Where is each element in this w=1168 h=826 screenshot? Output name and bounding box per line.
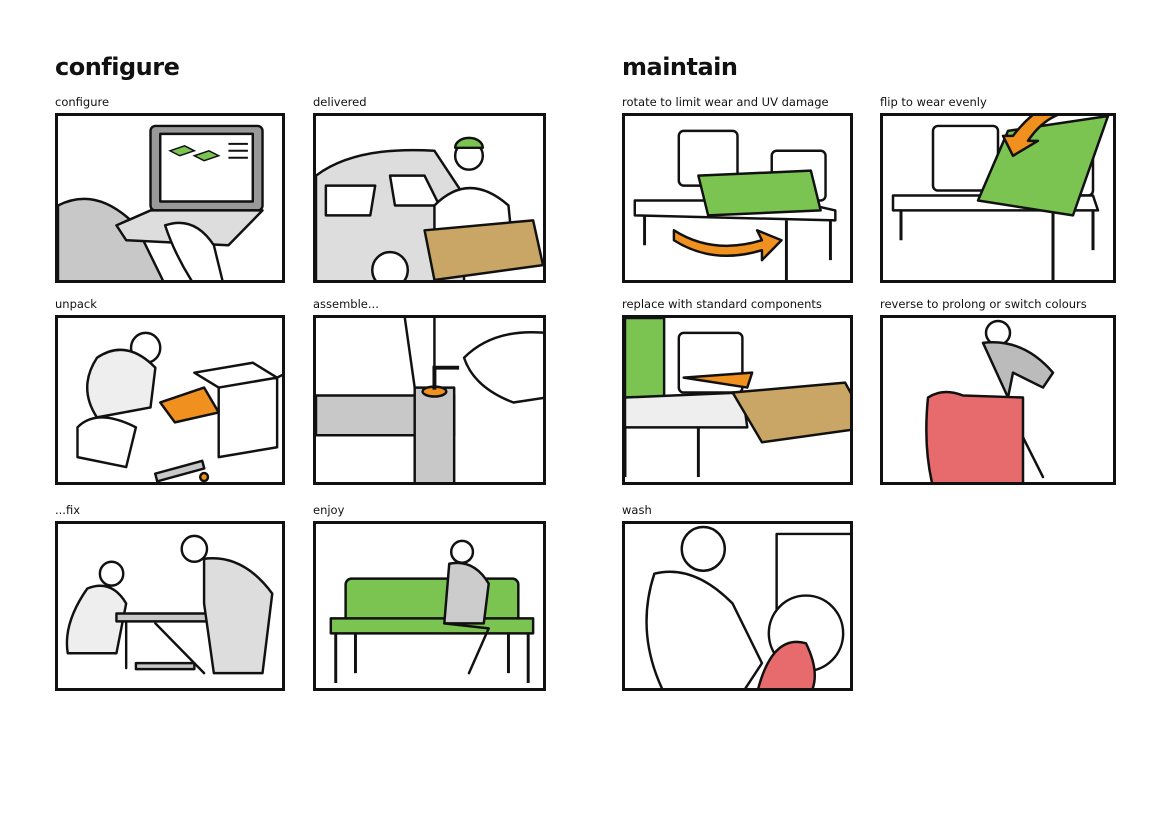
configure-illustration xyxy=(58,124,264,280)
panel-label-enjoy: enjoy xyxy=(313,503,345,517)
unpack-illustration xyxy=(76,331,282,482)
replace-illustration xyxy=(625,318,850,478)
panel-label-assemble: assemble... xyxy=(313,297,379,311)
panel-delivered xyxy=(313,113,546,283)
panel-label-delivered: delivered xyxy=(313,95,367,109)
assemble-illustration xyxy=(316,318,543,482)
section-title-configure: configure xyxy=(55,53,180,81)
panel-label-unpack: unpack xyxy=(55,297,97,311)
panel-label-rotate: rotate to limit wear and UV damage xyxy=(622,95,829,109)
reverse-illustration xyxy=(925,319,1055,482)
panel-replace xyxy=(622,315,853,485)
panel-label-configure: configure xyxy=(55,95,110,109)
panel-label-fix: ...fix xyxy=(55,503,81,517)
panel-rotate xyxy=(622,113,853,283)
panel-configure xyxy=(55,113,285,283)
panel-reverse xyxy=(880,315,1116,485)
panel-flip xyxy=(880,113,1116,283)
panel-fix xyxy=(55,521,285,691)
panel-wash xyxy=(622,521,853,691)
panel-label-replace: replace with standard components xyxy=(622,297,822,311)
panel-label-wash: wash xyxy=(622,503,652,517)
panel-label-reverse: reverse to prolong or switch colours xyxy=(880,297,1087,311)
delivered-illustration xyxy=(316,136,543,280)
enjoy-illustration xyxy=(329,539,535,684)
rotate-illustration xyxy=(633,129,837,280)
section-title-maintain: maintain xyxy=(622,53,738,81)
flip-illustration xyxy=(891,116,1110,280)
wash-illustration xyxy=(645,525,850,688)
panel-enjoy xyxy=(313,521,546,691)
panel-label-flip: flip to wear evenly xyxy=(880,95,987,109)
panel-unpack xyxy=(55,315,285,485)
fix-illustration xyxy=(65,534,274,675)
panel-assemble xyxy=(313,315,546,485)
